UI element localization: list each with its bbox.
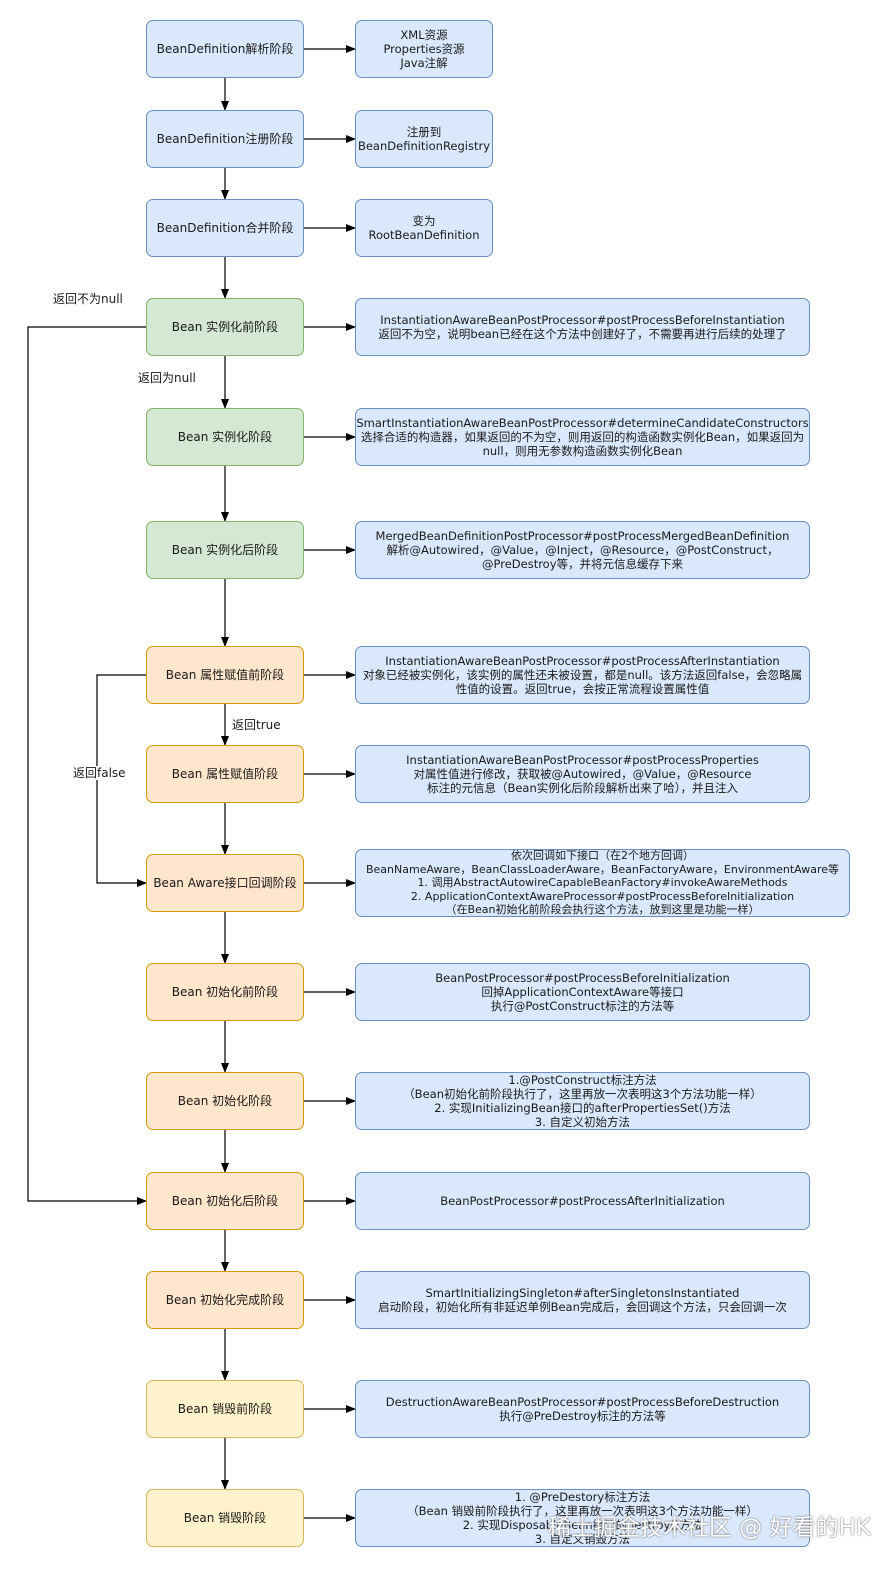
stage-14: Bean 销毁前阶段 (146, 1380, 304, 1438)
edge-label-return-false: 返回false (73, 766, 126, 780)
stage-1: BeanDefinition解析阶段 (146, 20, 304, 78)
detail-8: InstantiationAwareBeanPostProcessor#post… (355, 745, 810, 803)
detail-2: 注册到 BeanDefinitionRegistry (355, 110, 493, 168)
bypass-arrow-not-null (27, 326, 147, 1205)
detail-5: SmartInstantiationAwareBeanPostProcessor… (355, 408, 810, 466)
detail-10: BeanPostProcessor#postProcessBeforeIniti… (355, 963, 810, 1021)
detail-4: InstantiationAwareBeanPostProcessor#post… (355, 298, 810, 356)
detail-11: 1.@PostConstruct标注方法 （Bean初始化前阶段执行了，这里再放… (355, 1072, 810, 1130)
stage-13: Bean 初始化完成阶段 (146, 1271, 304, 1329)
stage-12: Bean 初始化后阶段 (146, 1172, 304, 1230)
detail-1: XML资源 Properties资源 Java注解 (355, 20, 493, 78)
detail-6: MergedBeanDefinitionPostProcessor#postPr… (355, 521, 810, 579)
stage-5: Bean 实例化阶段 (146, 408, 304, 466)
watermark: 稀土掘金技术社区 @ 好看的HK (548, 1515, 871, 1541)
detail-14: DestructionAwareBeanPostProcessor#postPr… (355, 1380, 810, 1438)
stage-3: BeanDefinition合并阶段 (146, 199, 304, 257)
stage-9: Bean Aware接口回调阶段 (146, 854, 304, 912)
stage-4: Bean 实例化前阶段 (146, 298, 304, 356)
detail-3: 变为 RootBeanDefinition (355, 199, 493, 257)
detail-12: BeanPostProcessor#postProcessAfterInitia… (355, 1172, 810, 1230)
detail-9: 依次回调如下接口（在2个地方回调） BeanNameAware，BeanClas… (355, 849, 850, 917)
edge-label-return-true: 返回true (232, 718, 281, 732)
detail-13: SmartInitializingSingleton#afterSingleto… (355, 1271, 810, 1329)
edge-label-return-not-null: 返回不为null (53, 292, 123, 306)
stage-2: BeanDefinition注册阶段 (146, 110, 304, 168)
stage-10: Bean 初始化前阶段 (146, 963, 304, 1021)
edge-label-return-null: 返回为null (138, 371, 196, 385)
stage-11: Bean 初始化阶段 (146, 1072, 304, 1130)
stage-15: Bean 销毁阶段 (146, 1489, 304, 1547)
stage-8: Bean 属性赋值阶段 (146, 745, 304, 803)
detail-15: 1. @PreDestory标注方法 （Bean 销毁前阶段执行了，这里再放一次… (355, 1489, 810, 1547)
stage-6: Bean 实例化后阶段 (146, 521, 304, 579)
stage-7: Bean 属性赋值前阶段 (146, 646, 304, 704)
detail-7: InstantiationAwareBeanPostProcessor#post… (355, 646, 810, 704)
